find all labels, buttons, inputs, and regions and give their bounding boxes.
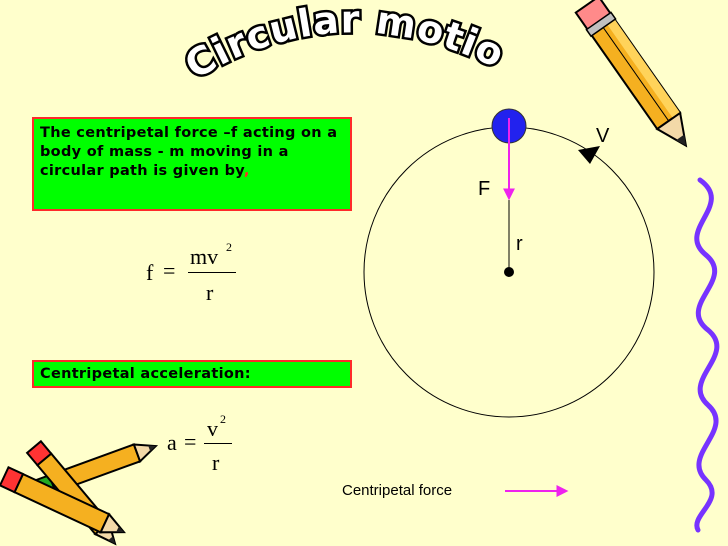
pencil-bundle-icon <box>0 439 159 546</box>
force-numerator: mv <box>190 244 219 269</box>
accel-fraction-bar <box>204 443 232 444</box>
force-lhs: f <box>146 260 154 285</box>
accel-numerator: v <box>207 416 218 441</box>
accel-lhs: a <box>167 430 177 455</box>
definition-box: The centripetal force –f acting on a bod… <box>32 117 352 211</box>
force-fraction-bar <box>188 272 236 273</box>
accel-denominator: r <box>212 450 220 475</box>
accel-numerator-exponent: 2 <box>220 412 226 426</box>
legend-label: Centripetal force <box>342 482 452 499</box>
force-equals: = <box>163 258 176 283</box>
accel-equals: = <box>184 429 197 454</box>
definition-text: The centripetal force –f acting on a bod… <box>40 125 338 179</box>
velocity-label: V <box>596 125 610 147</box>
circular-motion-diagram: V F r <box>363 108 655 418</box>
force-numerator-exponent: 2 <box>226 240 232 254</box>
acceleration-label: Centripetal acceleration: <box>40 366 251 382</box>
radius-label: r <box>516 233 523 255</box>
force-label: F <box>478 178 490 200</box>
pencil-icon <box>574 0 688 148</box>
center-point <box>504 267 514 277</box>
wavy-line <box>694 177 720 533</box>
definition-comma: , <box>243 163 250 179</box>
velocity-arrowhead-icon <box>578 146 600 164</box>
force-denominator: r <box>206 280 214 305</box>
acceleration-box: Centripetal acceleration: <box>32 360 352 388</box>
slide-title: Circular motion <box>0 0 511 88</box>
legend: Centripetal force <box>342 482 569 499</box>
